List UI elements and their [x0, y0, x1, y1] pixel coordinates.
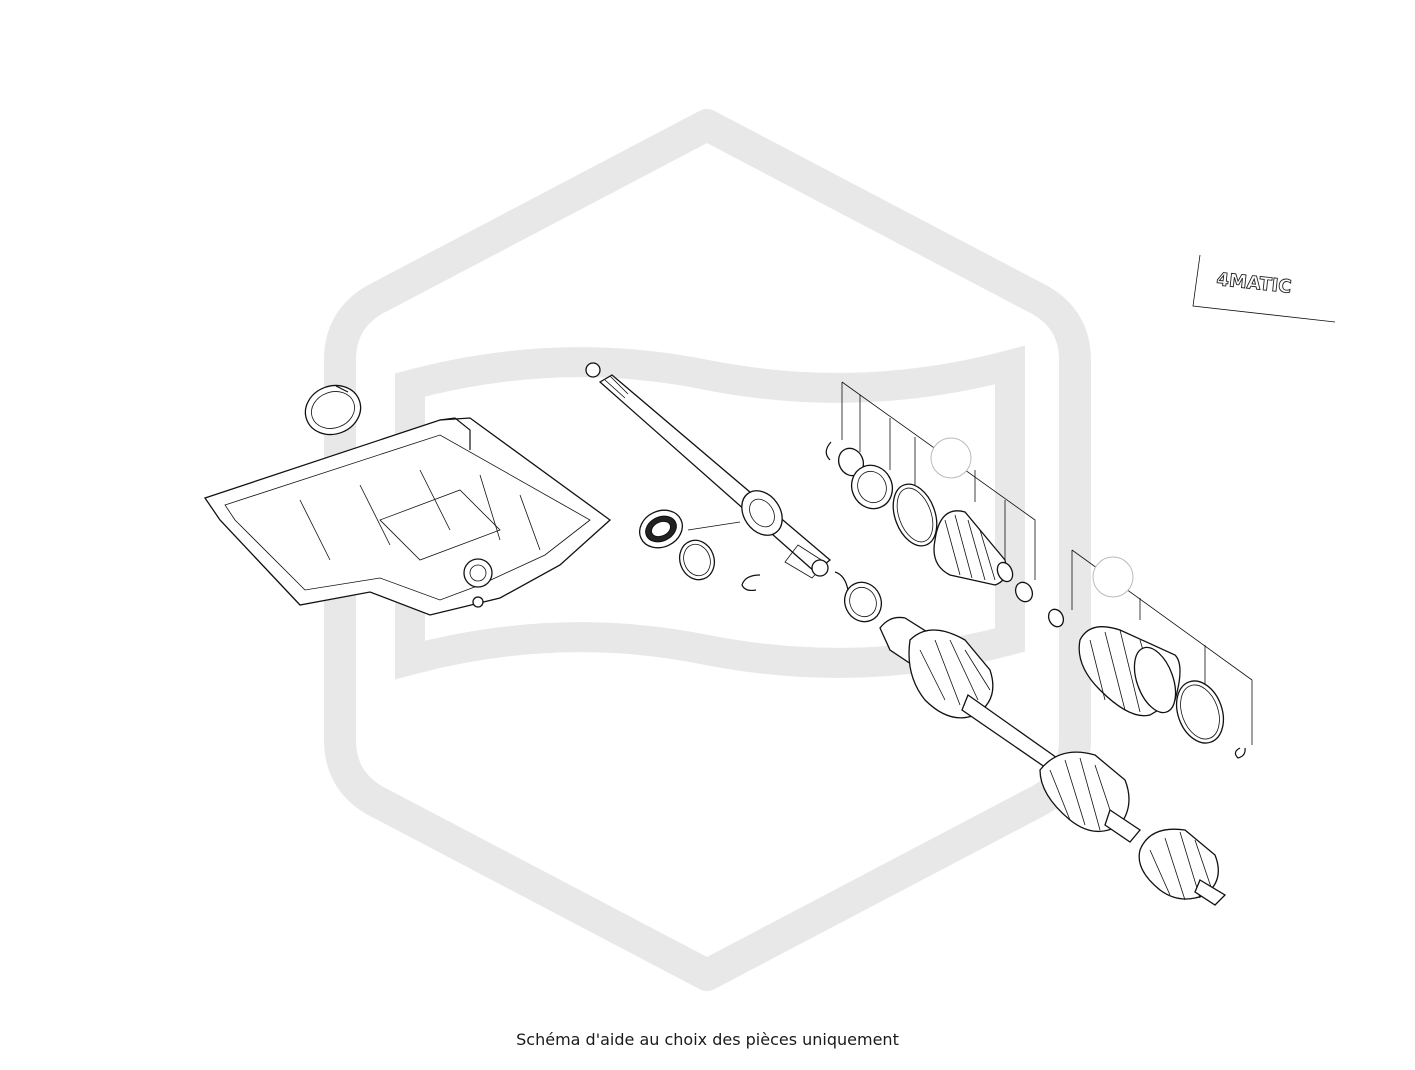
callout-bracket-upper: [841, 381, 1036, 580]
seal-ring-upper[interactable]: [825, 441, 899, 515]
drive-shaft-assembly[interactable]: [879, 616, 1141, 843]
circlip[interactable]: [674, 535, 720, 584]
boot-clamp[interactable]: [885, 478, 944, 552]
bearing[interactable]: [633, 503, 741, 554]
outer-cv-joint[interactable]: [1138, 828, 1227, 906]
axle-boot-lower[interactable]: [1078, 626, 1246, 759]
oil-pan[interactable]: [203, 417, 612, 616]
seal-ring[interactable]: [838, 576, 888, 627]
axle-boot[interactable]: [933, 510, 1066, 629]
circlip-small[interactable]: [741, 571, 849, 592]
intermediate-shaft[interactable]: [585, 362, 832, 579]
diagram-caption: Schéma d'aide au choix des pièces unique…: [516, 1030, 899, 1049]
4matic-badge-text: 4MATIC: [1215, 269, 1292, 298]
4matic-badge: 4MATIC: [1192, 254, 1336, 323]
watermark-logo: [324, 109, 1091, 991]
snap-ring-left[interactable]: [298, 378, 367, 442]
callout-bracket-lower: [1071, 549, 1253, 745]
